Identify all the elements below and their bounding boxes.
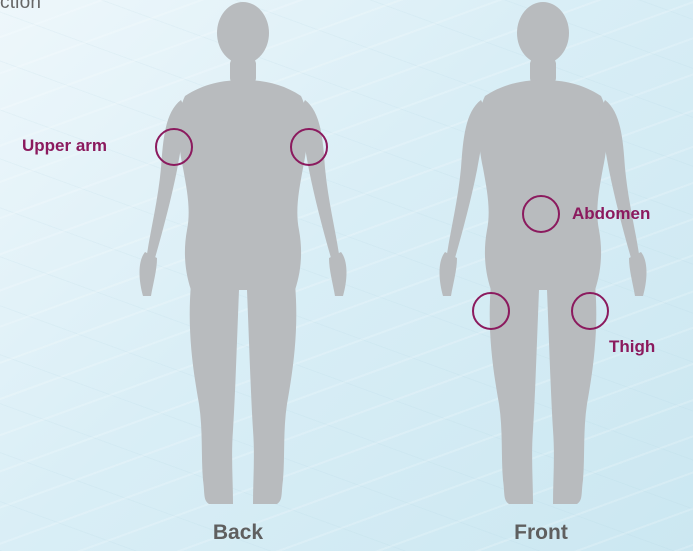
upper-arm-left-marker bbox=[155, 128, 193, 166]
upper-arm-right-marker bbox=[290, 128, 328, 166]
upper-arm-label: Upper arm bbox=[22, 136, 107, 156]
abdomen-marker bbox=[522, 195, 560, 233]
back-view-label: Back bbox=[178, 521, 298, 545]
thigh-label: Thigh bbox=[609, 337, 655, 357]
abdomen-label: Abdomen bbox=[572, 204, 650, 224]
thigh-right-marker bbox=[571, 292, 609, 330]
front-view-label: Front bbox=[481, 521, 601, 545]
thigh-left-marker bbox=[472, 292, 510, 330]
